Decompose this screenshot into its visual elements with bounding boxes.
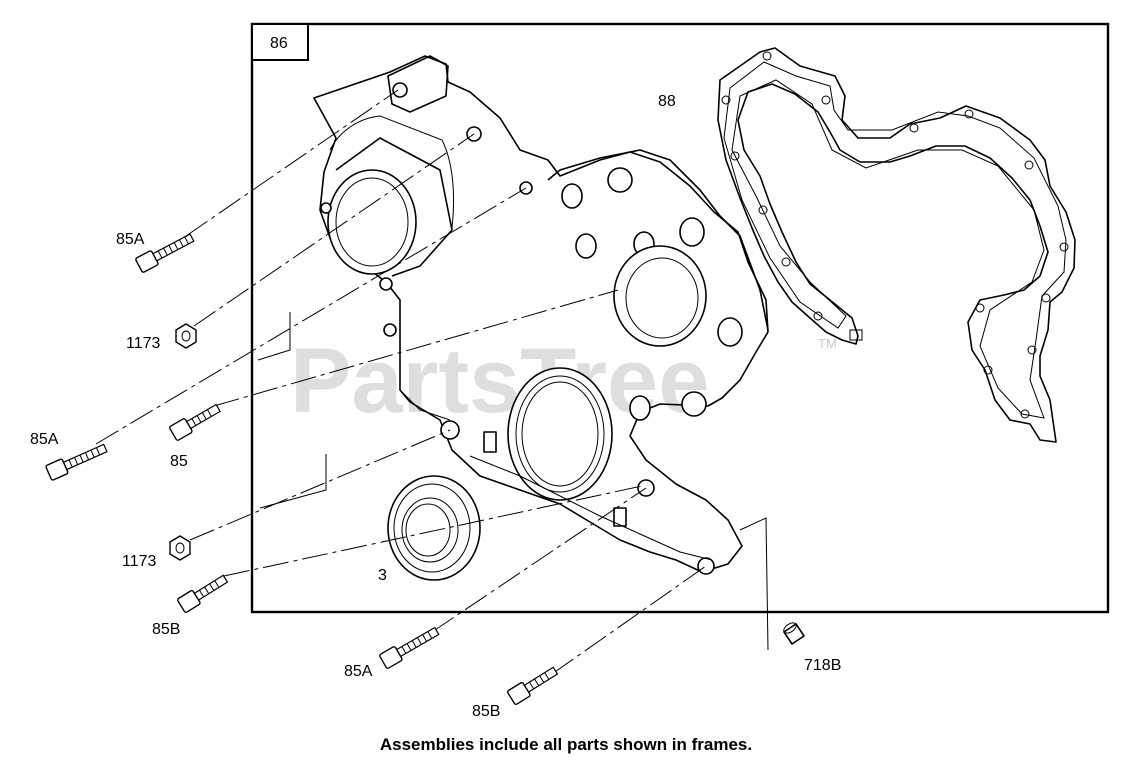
bolt-85b-lower[interactable] (177, 572, 230, 613)
callout-1173-upper: 1173 (126, 335, 161, 352)
gasket-88[interactable] (717, 47, 1076, 443)
callout-85a-bottom: 85A (344, 663, 373, 680)
bolt-85a-bottom[interactable] (379, 624, 441, 669)
dowel-pin-718b[interactable] (782, 621, 805, 645)
oil-seal-3[interactable] (387, 475, 481, 581)
leader-718b (739, 517, 769, 651)
callout-85: 85 (170, 453, 188, 470)
leader-85a-bottom (431, 487, 647, 633)
leader-break-lower (259, 454, 327, 509)
bolt-85a-top[interactable] (135, 231, 195, 273)
leader-85-mid (213, 289, 619, 407)
bolt-85b-bottom[interactable] (507, 664, 560, 705)
callout-1173-lower: 1173 (122, 553, 157, 570)
assembly-frame-label: 86 (270, 35, 288, 52)
leader-85b-bottom (551, 565, 707, 675)
callout-85a-mid: 85A (30, 431, 59, 448)
leader-1173-upper (193, 133, 475, 327)
gear-cover-housing[interactable] (313, 55, 769, 575)
nut-1173-upper[interactable] (175, 323, 197, 349)
leader-85a-mid (95, 187, 527, 445)
bolt-85[interactable] (169, 401, 222, 441)
assembly-caption: Assemblies include all parts shown in fr… (380, 735, 752, 754)
assembly-frame-tag (251, 23, 309, 61)
bolt-85a-mid[interactable] (45, 441, 108, 481)
callout-3: 3 (378, 567, 387, 584)
leader-85a-top (185, 89, 399, 237)
callout-85a-top: 85A (116, 231, 145, 248)
leader-1173-lower (189, 429, 451, 541)
callout-718b: 718B (804, 657, 841, 674)
leader-85b-lower (223, 485, 643, 577)
nut-1173-lower[interactable] (169, 535, 191, 561)
watermark-trademark: TM (818, 336, 837, 351)
assembly-frame (250, 22, 1110, 614)
callout-88: 88 (658, 93, 676, 110)
leader-break-upper (257, 312, 291, 361)
callout-85b-bottom: 85B (472, 703, 500, 720)
callout-85b-lower: 85B (152, 621, 180, 638)
